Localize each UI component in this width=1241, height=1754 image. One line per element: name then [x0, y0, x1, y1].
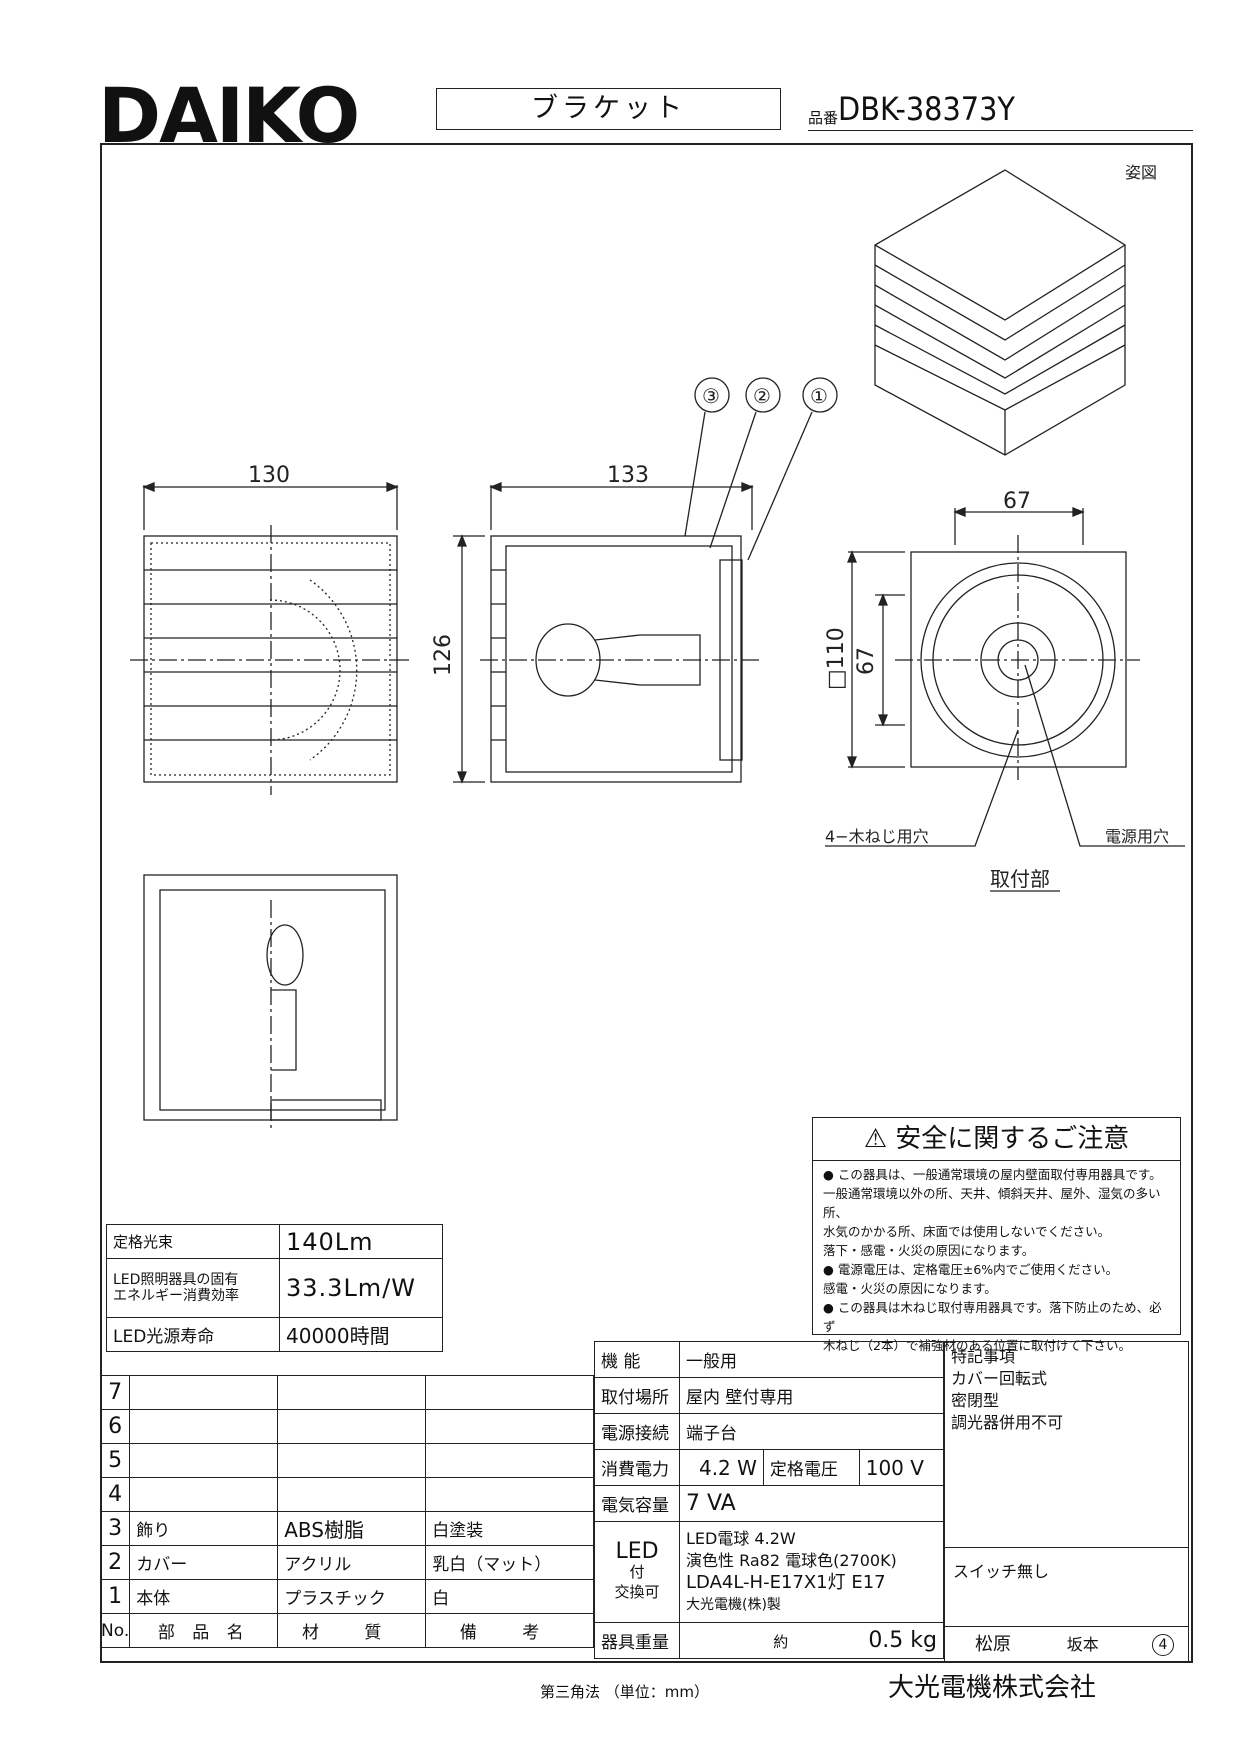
notice-line: ● 電源電圧は、定格電圧±6%内でご使用ください。: [823, 1262, 1119, 1277]
front-view: [130, 482, 410, 795]
model-number: DBK-38373Y: [838, 90, 1015, 128]
notice-title: ⚠ 安全に関するご注意: [813, 1118, 1180, 1161]
remark-item: 調光器併用不可: [951, 1413, 1064, 1432]
voltage-value: 100 V: [858, 1449, 945, 1486]
function-value: 一般用: [679, 1341, 944, 1378]
mounting-view: [825, 507, 1185, 892]
function-label: 機 能: [594, 1341, 680, 1378]
dim-mount-height: 67: [854, 647, 879, 675]
table-header: No.部 品 名材 質備 考: [99, 1613, 594, 1648]
table-row: 7: [99, 1375, 594, 1410]
capacity-value: 7 VA: [679, 1485, 944, 1522]
view-label: 姿図: [1125, 163, 1157, 182]
spec-value: 33.3Lm/W: [279, 1258, 443, 1318]
location-value: 屋内 壁付専用: [679, 1377, 944, 1414]
notice-line: 水気のかかる所、床面では使用しないでください。: [823, 1224, 1111, 1239]
location-label: 取付場所: [594, 1377, 680, 1414]
section-view: [143, 874, 398, 1130]
table-row: 5: [99, 1443, 594, 1478]
dim-side-width: 133: [607, 463, 649, 488]
callout-1: ①: [810, 384, 828, 408]
model-number-area: 品番DBK-38373Y: [808, 90, 1193, 131]
spec-label: LED照明器具の固有 エネルギー消費効率: [106, 1258, 280, 1318]
company-name: 大光電機株式会社: [888, 1673, 1097, 1703]
table-row: 4: [99, 1477, 594, 1512]
side-view: [453, 377, 838, 784]
mount-label: 取付部: [990, 867, 1050, 891]
isometric-view: [874, 169, 1126, 456]
power-hole-label: 電源用穴: [1105, 827, 1169, 846]
dim-mount-width: 67: [1003, 489, 1031, 514]
notice-line: 感電・火災の原因になります。: [823, 1281, 997, 1296]
notice-line: 落下・感電・火災の原因になります。: [823, 1243, 1035, 1258]
product-type-box: ブラケット: [436, 88, 781, 130]
switch-note: スイッチ無し: [945, 1547, 1188, 1592]
capacity-label: 電気容量: [594, 1485, 680, 1522]
safety-notice: ⚠ 安全に関するご注意 ● この器具は、一般通常環境の屋内壁面取付専用器具です。…: [812, 1117, 1181, 1353]
table-row: 6: [99, 1409, 594, 1444]
connection-value: 端子台: [679, 1413, 944, 1450]
power-value: 4.2 W: [679, 1449, 764, 1486]
spec-label: LED光源寿命: [106, 1317, 280, 1352]
notice-line: ● この器具は木ねじ取付専用器具です。落下防止のため、必ず: [823, 1300, 1162, 1334]
remarks-box: 特記事項 カバー回転式 密閉型 調光器併用不可 スイッチ無し 松原 坂本 4: [944, 1341, 1189, 1663]
power-label: 消費電力: [594, 1449, 680, 1486]
dim-mount-square: □110: [824, 627, 849, 690]
spec-value: 140Lm: [279, 1224, 443, 1259]
weight-label: 器具重量: [594, 1622, 680, 1659]
remark-item: 密閉型: [951, 1391, 1000, 1410]
remark-item: カバー回転式: [951, 1369, 1048, 1388]
callout-3: ③: [702, 384, 720, 408]
callout-2: ②: [753, 384, 771, 408]
notice-body: ● この器具は、一般通常環境の屋内壁面取付専用器具です。 一般通常環境以外の所、…: [813, 1161, 1180, 1359]
dim-front-width: 130: [248, 463, 290, 488]
dim-side-height: 126: [431, 634, 456, 676]
connection-label: 電源接続: [594, 1413, 680, 1450]
product-type: ブラケット: [531, 93, 686, 124]
notice-line: ● この器具は、一般通常環境の屋内壁面取付専用器具です。: [823, 1167, 1162, 1182]
remarks-title: 特記事項: [951, 1347, 1016, 1366]
screw-hole-label: 4−木ねじ用穴: [825, 827, 929, 846]
spec-value: 40000時間: [279, 1317, 443, 1352]
revision-circle: 4: [1152, 1634, 1174, 1656]
voltage-label: 定格電圧: [762, 1449, 860, 1486]
projection-note: 第三角法 （単位：mm）: [540, 1683, 709, 1701]
spec-label: 定格光束: [106, 1224, 280, 1259]
model-label: 品番: [808, 109, 839, 127]
drawing-frame: [100, 143, 1193, 1663]
daiko-logo: DAIKO: [98, 71, 360, 160]
notice-line: 一般通常環境以外の所、天井、傾斜天井、屋外、湿気の多い所、: [823, 1186, 1161, 1220]
signature-row: 松原 坂本 4: [945, 1626, 1188, 1662]
